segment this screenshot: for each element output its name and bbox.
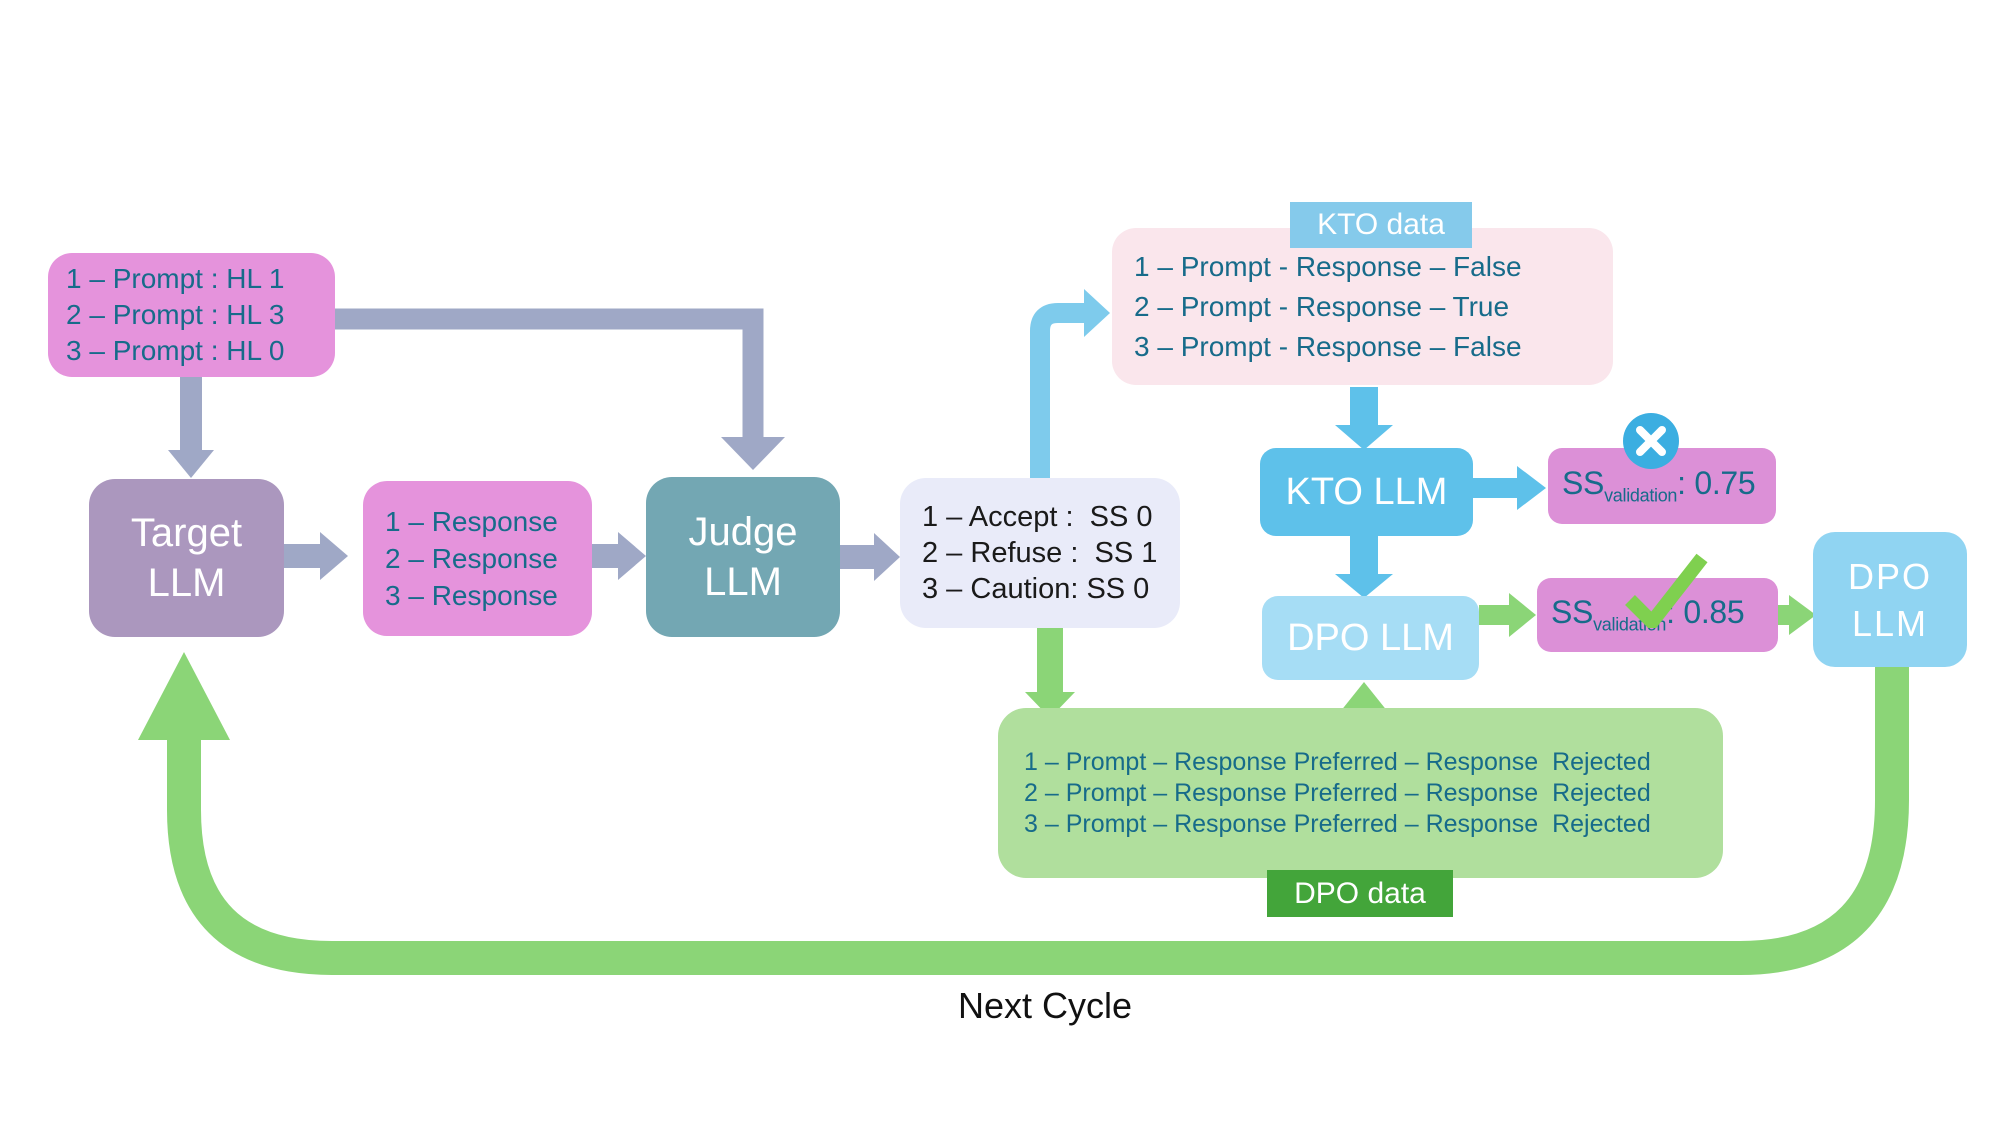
- arrow-scores-to-ktodata: [1030, 303, 1084, 480]
- prompt-line: 2 – Prompt : HL 3: [66, 299, 285, 330]
- score-line: 1 – Accept : SS 0: [922, 501, 1153, 533]
- kto-data-tag: KTO data: [1290, 202, 1472, 248]
- dpo-llm-node: DPO LLM: [1262, 596, 1479, 680]
- arrow-judge-to-scores-head-icon: [874, 533, 900, 581]
- kto-llm-label: KTO LLM: [1285, 470, 1448, 513]
- kto-llm-node: KTO LLM: [1260, 448, 1473, 536]
- dpo-llm-next-label: LLM: [1851, 602, 1929, 644]
- prompt-line: 1 – Prompt : HL 1: [66, 263, 285, 294]
- arrow-dpollm-to-dpovalidation-head-icon: [1509, 593, 1536, 637]
- dpo-validation-score: SSvalidation: 0.85: [1551, 594, 1745, 635]
- arrow-ktollm-to-ktovalidation-head-icon: [1517, 466, 1546, 510]
- judge-llm-label: LLM: [704, 560, 782, 604]
- arrow-target-to-response-head-icon: [320, 532, 348, 580]
- prompt-line: 3 – Prompt : HL 0: [66, 335, 285, 366]
- dpo-llm-next-node: DPO LLM: [1813, 532, 1967, 667]
- kto-data-line: 3 – Prompt - Response – False: [1134, 330, 1522, 362]
- arrow-dpodata-to-dpollm-head-icon: [1340, 682, 1388, 712]
- score-line: 3 – Caution: SS 0: [922, 573, 1150, 605]
- response-line: 1 – Response: [385, 506, 558, 537]
- dpo-data-line: 3 – Prompt – Response Preferred – Respon…: [1024, 809, 1651, 838]
- arrow-ktodata-to-ktollm: [1350, 387, 1378, 425]
- judge-scores-box: 1 – Accept : SS 0 2 – Refuse : SS 1 3 – …: [900, 478, 1180, 628]
- dpo-data-box: 1 – Prompt – Response Preferred – Respon…: [998, 708, 1723, 878]
- judge-llm-node: Judge LLM: [646, 477, 840, 637]
- arrow-prompt-to-target: [180, 377, 202, 450]
- next-cycle-arrowhead-icon: [138, 652, 230, 740]
- arrow-scores-to-dpodata: [1037, 628, 1063, 692]
- target-llm-node: Target LLM: [89, 479, 284, 637]
- score-line: 2 – Refuse : SS 1: [922, 537, 1158, 569]
- arrow-prompt-to-judge-head-icon: [721, 437, 785, 470]
- arrow-dpovalidation-to-nextdpo-head-icon: [1789, 595, 1816, 635]
- kto-data-line: 1 – Prompt - Response – False: [1134, 250, 1522, 282]
- dpo-llm-label: DPO LLM: [1287, 616, 1454, 659]
- judge-llm-label: Judge: [688, 510, 798, 554]
- arrow-judge-to-scores: [840, 545, 874, 569]
- response-line: 3 – Response: [385, 580, 558, 611]
- arrow-ktollm-to-dpollm-head-icon: [1335, 574, 1393, 598]
- arrow-scores-to-dpodata-head-icon: [1025, 692, 1075, 718]
- kto-data-box: 1 – Prompt - Response – False 2 – Prompt…: [1112, 228, 1613, 385]
- arrow-ktodata-to-ktollm-head-icon: [1335, 425, 1393, 450]
- next-cycle-loop-arrow: [167, 662, 1909, 975]
- arrow-prompt-to-judge: [335, 308, 764, 437]
- arrow-response-to-judge-head-icon: [618, 532, 646, 580]
- next-cycle-caption: Next Cycle: [957, 985, 1133, 1026]
- response-line: 2 – Response: [385, 543, 558, 574]
- dpo-data-tag: DPO data: [1267, 870, 1453, 917]
- kto-validation-score: SSvalidation: 0.75: [1562, 465, 1756, 506]
- target-llm-label: LLM: [147, 561, 226, 605]
- arrow-ktollm-to-dpollm: [1350, 536, 1378, 574]
- arrow-scores-to-ktodata-head-icon: [1084, 289, 1110, 337]
- arrow-dpollm-to-dpovalidation: [1479, 605, 1509, 625]
- response-list-box: 1 – Response 2 – Response 3 – Response: [363, 481, 592, 636]
- target-llm-label: Target: [130, 511, 243, 555]
- kto-data-line: 2 – Prompt - Response – True: [1134, 290, 1510, 322]
- arrow-response-to-judge: [592, 544, 618, 568]
- prompt-list-box: 1 – Prompt : HL 1 2 – Prompt : HL 3 3 – …: [48, 253, 335, 377]
- arrow-prompt-to-target-head-icon: [168, 450, 214, 478]
- dpo-llm-next-label: DPO: [1847, 555, 1932, 597]
- dpo-data-line: 1 – Prompt – Response Preferred – Respon…: [1024, 747, 1651, 776]
- dpo-data-line: 2 – Prompt – Response Preferred – Respon…: [1024, 778, 1651, 807]
- check-icon: [1625, 553, 1708, 628]
- arrow-target-to-response: [284, 544, 320, 568]
- cross-icon: [1623, 413, 1679, 469]
- arrow-ktollm-to-ktovalidation: [1473, 478, 1517, 498]
